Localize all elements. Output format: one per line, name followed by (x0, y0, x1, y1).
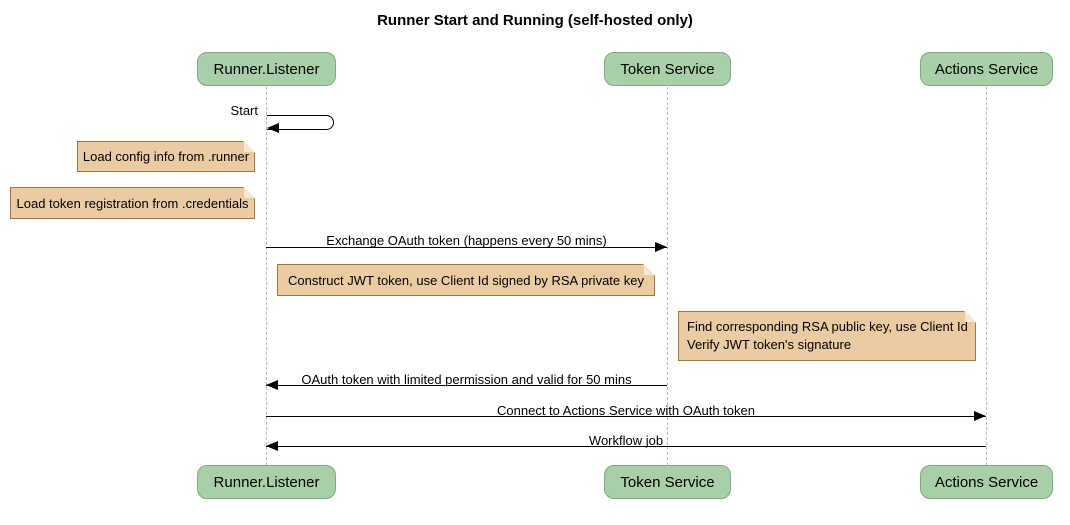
arrowhead-right-icon (974, 411, 986, 421)
note-load-config: Load config info from .runner (77, 141, 255, 172)
note-text-line1: Find corresponding RSA public key, use C… (687, 319, 968, 334)
participant-label: Actions Service (934, 473, 1039, 491)
participant-label: Token Service (620, 473, 715, 491)
message-workflow-line (266, 446, 986, 447)
note-text: Load config info from .runner (82, 149, 250, 164)
participant-runner-listener-bottom: Runner.Listener (197, 465, 336, 499)
message-exchange-label: Exchange OAuth token (happens every 50 m… (326, 233, 607, 248)
note-text: Load token registration from .credential… (16, 195, 249, 211)
note-construct-jwt: Construct JWT token, use Client Id signe… (277, 264, 655, 296)
message-connect-line (266, 416, 986, 417)
participant-runner-listener-top: Runner.Listener (197, 52, 336, 86)
note-verify-jwt: Find corresponding RSA public key, use C… (678, 311, 976, 361)
lifeline-token-service (667, 87, 668, 465)
arrowhead-right-icon (655, 242, 667, 252)
message-oauth-return-line (266, 385, 667, 386)
participant-actions-service-top: Actions Service (920, 52, 1053, 86)
lifeline-runner-listener (266, 87, 267, 465)
message-start-label: Start (230, 103, 258, 118)
message-connect-label: Connect to Actions Service with OAuth to… (497, 403, 755, 418)
note-text-line2: Verify JWT token's signature (687, 336, 852, 352)
note-load-token-registration: Load token registration from .credential… (10, 187, 255, 219)
message-oauth-return-label: OAuth token with limited permission and … (301, 372, 632, 387)
note-text: Construct JWT token, use Client Id signe… (288, 272, 644, 288)
message-exchange-line (266, 247, 667, 248)
message-workflow-label: Workflow job (588, 433, 664, 448)
diagram-title: Runner Start and Running (self-hosted on… (377, 12, 693, 29)
arrowhead-left-icon (266, 380, 278, 390)
participant-token-service-bottom: Token Service (604, 465, 731, 499)
participant-label: Token Service (620, 60, 715, 78)
arrowhead-left-icon (267, 123, 279, 133)
arrowhead-left-icon (266, 441, 278, 451)
participant-label: Runner.Listener (213, 60, 320, 78)
message-start-self-loop (267, 115, 334, 130)
participant-token-service-top: Token Service (604, 52, 731, 86)
participant-label: Runner.Listener (213, 473, 320, 491)
participant-actions-service-bottom: Actions Service (920, 465, 1053, 499)
participant-label: Actions Service (934, 60, 1039, 78)
lifeline-actions-service (986, 87, 987, 465)
